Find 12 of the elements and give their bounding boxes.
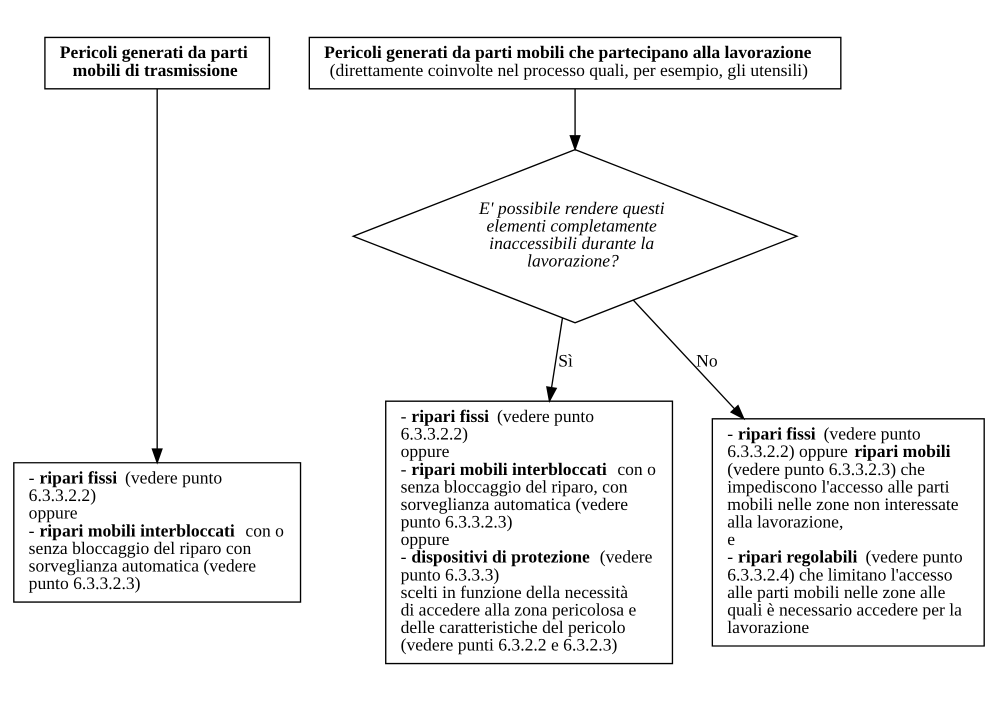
arrow (151, 88, 163, 465)
arrow (632, 300, 746, 420)
node-box: Pericoli generati da parti mobili di trasmissione (44, 36, 270, 90)
edge-label: No (696, 350, 718, 371)
node-box: Pericoli generati da parti mobili che partecipano alla lavorazione (direttamente coinvolte nel processo quali, per esempio, gli utensili) (308, 36, 842, 90)
node-box: - ripari fissi (vedere punto 6.3.3.2.2) oppure - ripari mobili interbloccati con o senza bloccaggio del riparo con sorveglianza automatica (vedere punto 6.3.3.2.3) (13, 462, 302, 603)
node-diamond: E' possibile rendere questi elementi completamente inaccessibili durante la lavorazione? (351, 148, 799, 324)
arrow (569, 88, 581, 152)
node-box: - ripari fissi (vedere punto 6.3.3.2.2) oppure ripari mobili (vedere punto 6.3.3.2.3) che impediscono l'accesso alle parti mobili nelle zone non interessate alla lavorazione, e - ripari regolabili (vedere punto 6.3.3.2.4) che limitano l'accesso alle parti mobili nelle zone alle quali è necessario accedere per la lavorazione (712, 418, 985, 647)
edge-label: Sì (558, 350, 573, 371)
arrow (546, 318, 564, 404)
node-box: - ripari fissi (vedere punto 6.3.3.2.2) oppure - ripari mobili interbloccati con o senza bloccaggio del riparo, con sorveglianza automatica (vedere punto 6.3.3.2.3) oppure - dispositivi di protezione (vedere punto 6.3.3.3) scelti in funzione della necessità di accedere alla zona pericolosa e delle caratteristiche del pericolo (vedere punti 6.3.2.2 e 6.3.2.3) (385, 400, 674, 664)
